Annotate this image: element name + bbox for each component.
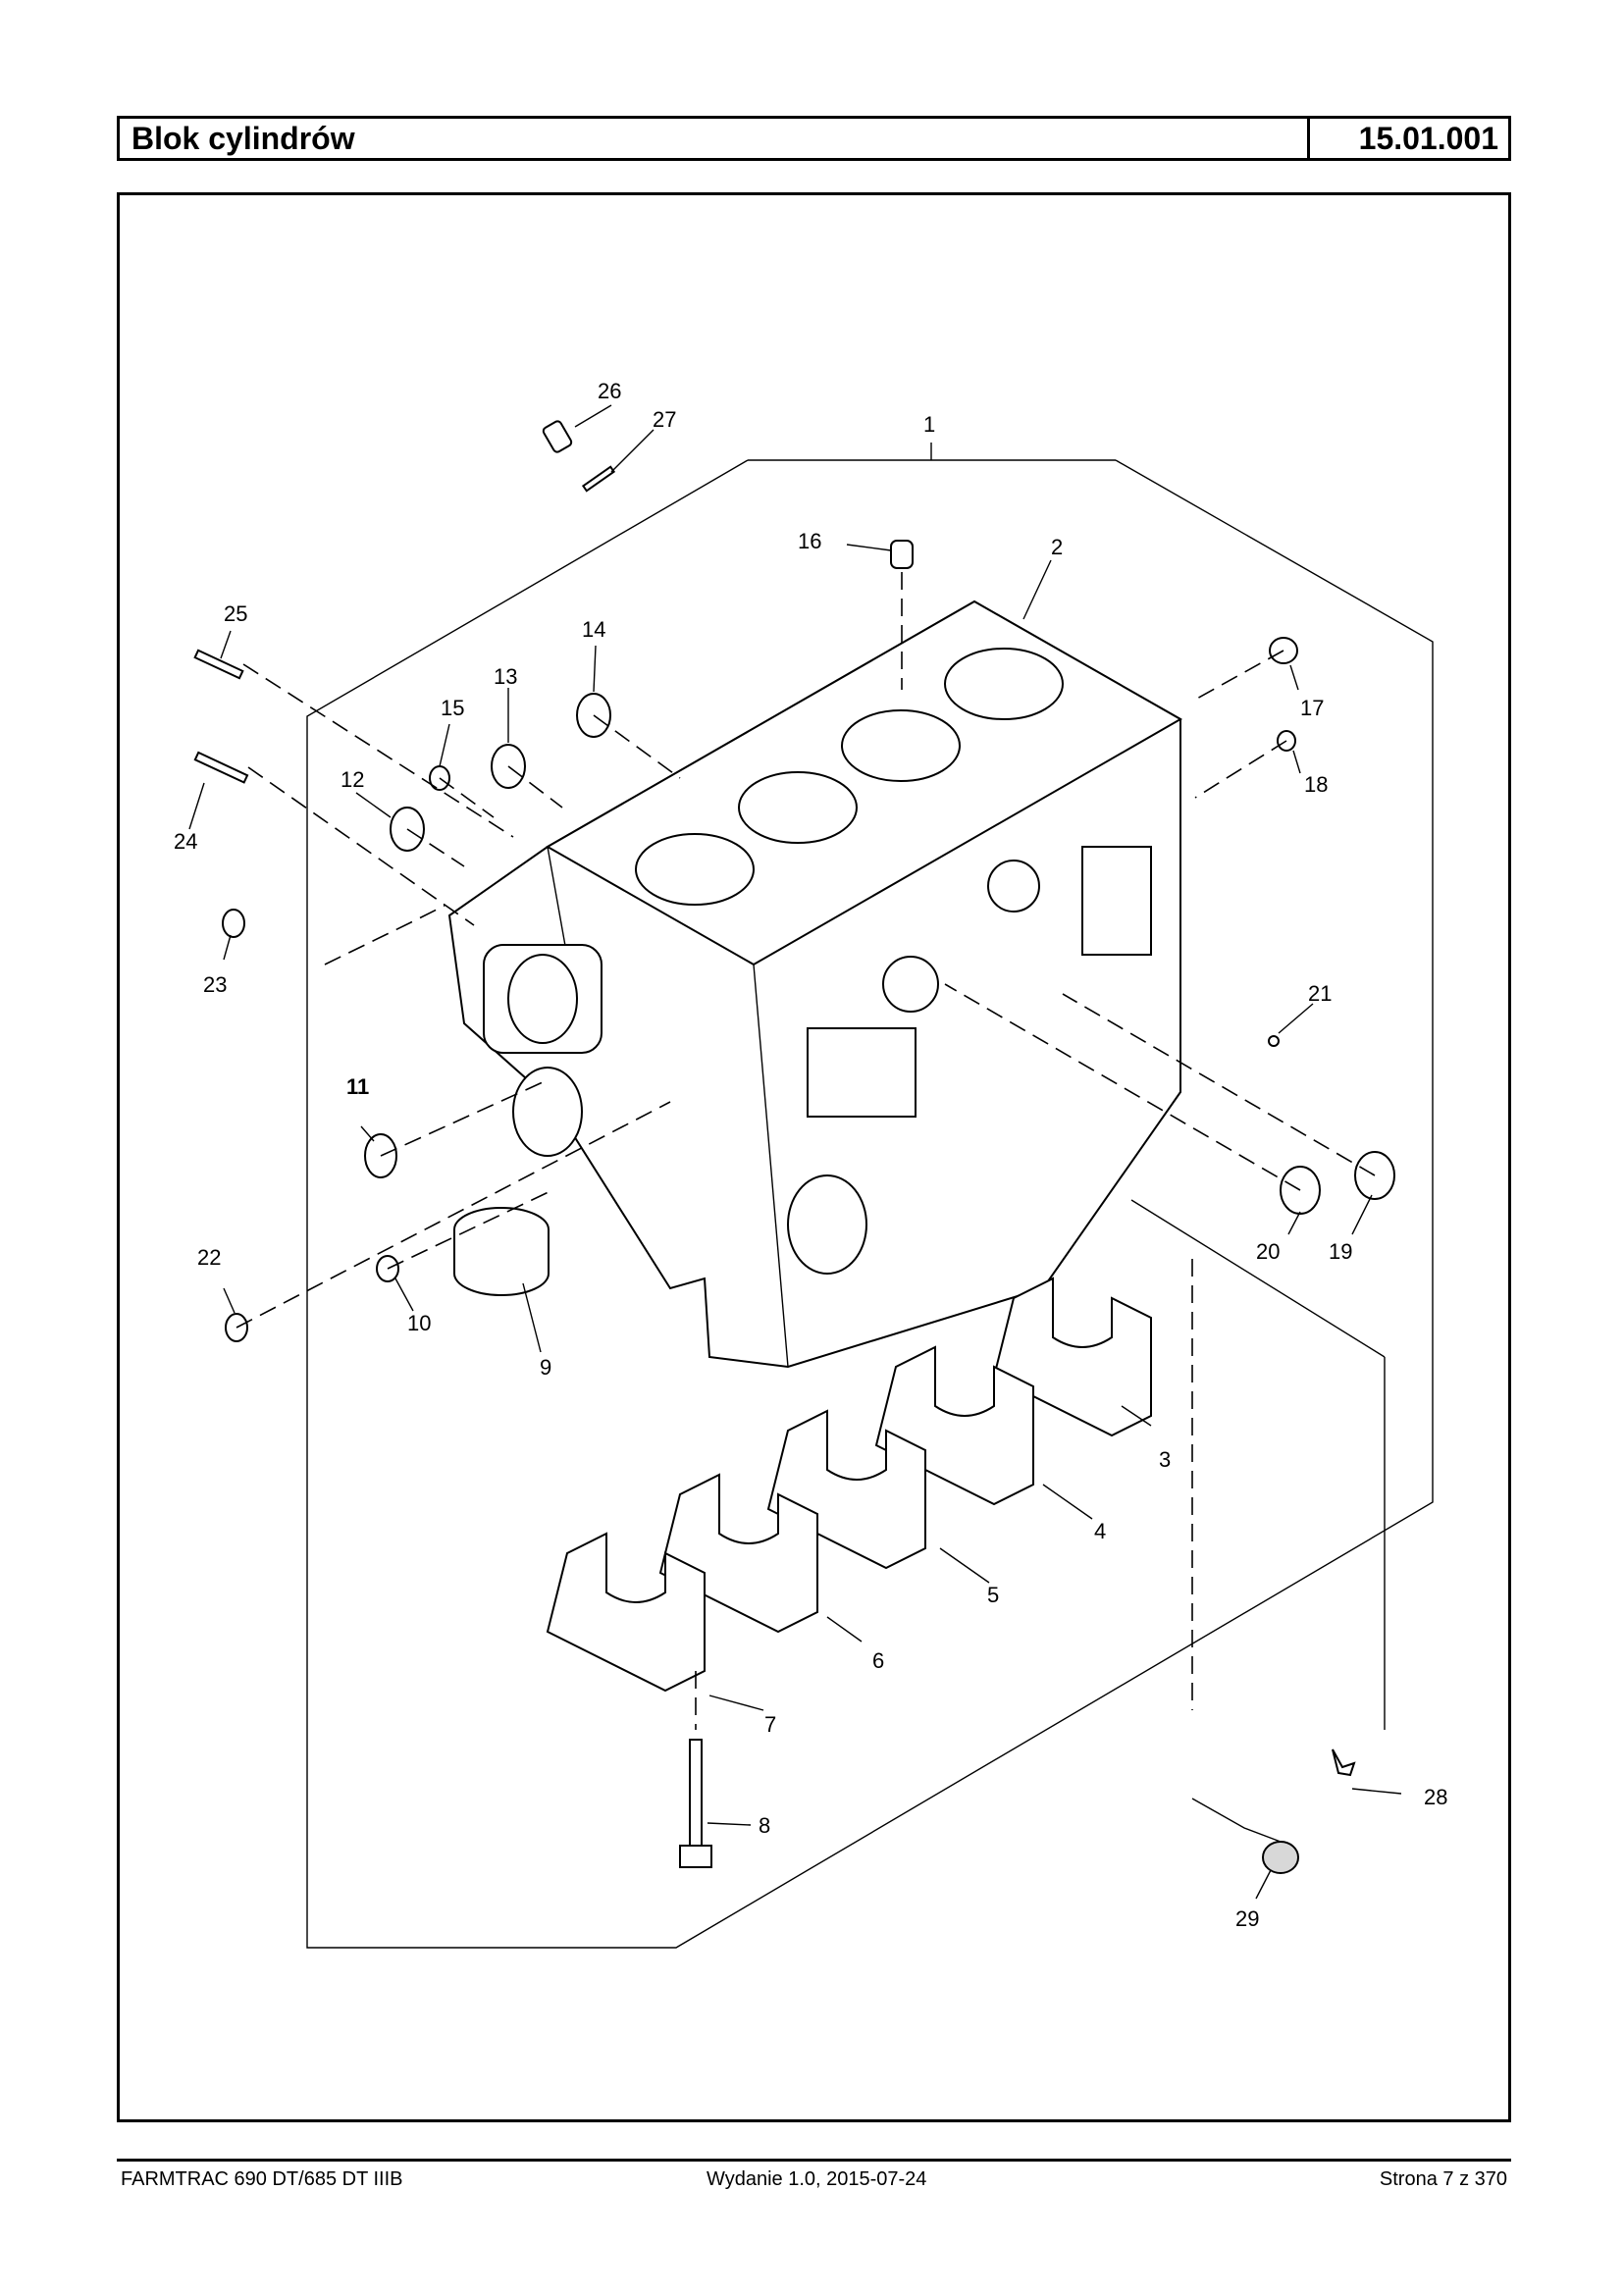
callout-1: 1 <box>923 412 935 437</box>
footer-edition: Wydanie 1.0, 2015-07-24 <box>707 2168 927 2190</box>
callout-29: 29 <box>1235 1906 1259 1931</box>
callout-24: 24 <box>174 829 197 854</box>
callout-28: 28 <box>1424 1785 1447 1809</box>
callout-27: 27 <box>653 407 676 432</box>
callout-25: 25 <box>224 601 247 626</box>
callout-5: 5 <box>987 1583 999 1607</box>
callout-18: 18 <box>1304 772 1328 797</box>
page-title: Blok cylindrów <box>131 120 355 156</box>
callout-26: 26 <box>598 379 621 403</box>
page-header: Blok cylindrów 15.01.001 <box>117 116 1511 161</box>
callout-22: 22 <box>197 1245 221 1270</box>
callout-6: 6 <box>872 1648 884 1673</box>
callout-7: 7 <box>764 1712 776 1737</box>
page-footer: FARMTRAC 690 DT/685 DT IIIB Wydanie 1.0,… <box>117 2168 1511 2198</box>
bearing-cap-bolt <box>679 1671 712 1868</box>
callout-12: 12 <box>341 767 364 792</box>
cylinder-block <box>447 600 1183 1369</box>
exploded-view-diagram: 1 2 3 4 5 6 7 8 9 10 11 12 13 14 15 16 1… <box>174 379 1447 1949</box>
callout-11: 11 <box>346 1074 369 1099</box>
callout-21: 21 <box>1308 981 1332 1006</box>
callout-9: 9 <box>540 1355 551 1380</box>
callout-20: 20 <box>1256 1239 1280 1264</box>
footer-page-number: Strona 7 z 370 <box>1379 2168 1507 2190</box>
main-bearing-caps <box>546 1277 1152 1693</box>
callout-4: 4 <box>1094 1519 1106 1543</box>
callout-2: 2 <box>1051 535 1063 559</box>
callout-labels: 1 2 3 4 5 6 7 8 9 10 11 12 13 14 15 16 1… <box>174 379 1447 1931</box>
callout-3: 3 <box>1159 1447 1171 1472</box>
footer-model: FARMTRAC 690 DT/685 DT IIIB <box>121 2168 403 2190</box>
callout-19: 19 <box>1329 1239 1352 1264</box>
callout-15: 15 <box>441 696 464 720</box>
callout-13: 13 <box>494 664 517 689</box>
callout-16: 16 <box>798 529 821 553</box>
callout-23: 23 <box>203 972 227 997</box>
callout-8: 8 <box>759 1813 770 1838</box>
footer-divider <box>117 2159 1511 2162</box>
callout-10: 10 <box>407 1311 431 1335</box>
section-code: 15.01.001 <box>1307 119 1508 158</box>
parts-diagram-frame: 1 2 3 4 5 6 7 8 9 10 11 12 13 14 15 16 1… <box>117 192 1511 2122</box>
callout-14: 14 <box>582 617 605 642</box>
callout-17: 17 <box>1300 696 1324 720</box>
